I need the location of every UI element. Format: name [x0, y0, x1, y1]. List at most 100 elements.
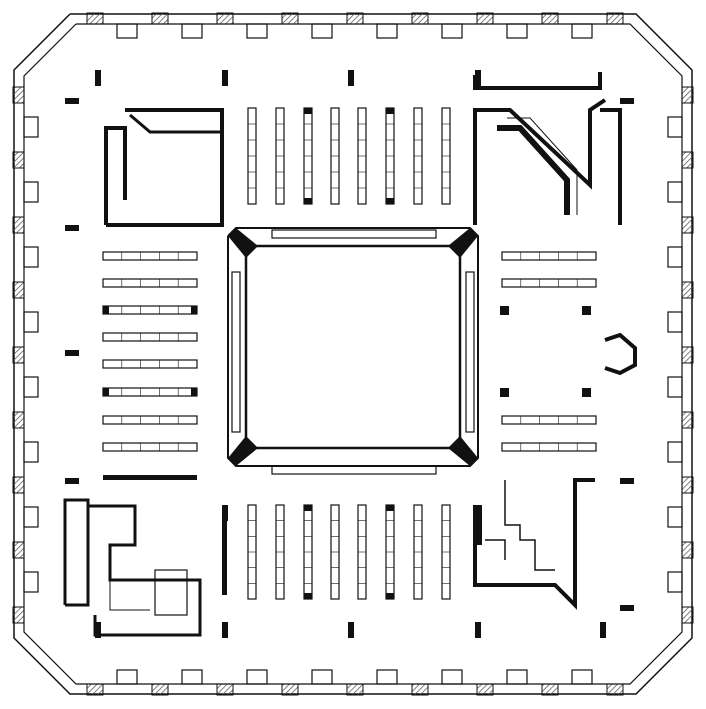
wall-pier	[681, 346, 694, 364]
pier	[475, 70, 481, 86]
wall-pier	[151, 683, 169, 696]
wall-pier	[681, 476, 694, 494]
book-stack-horizontal	[102, 415, 198, 425]
carrel	[667, 311, 683, 333]
partition	[222, 505, 227, 595]
pier	[65, 98, 79, 104]
wall-pier	[681, 281, 694, 299]
wall-pier	[681, 606, 694, 624]
wall-pier	[12, 216, 25, 234]
pier	[65, 225, 79, 231]
wall-pier	[681, 151, 694, 169]
atrium-corner-pier	[448, 228, 478, 258]
room-wall	[485, 539, 506, 560]
carrel	[667, 376, 683, 398]
wall-pier	[12, 541, 25, 559]
stack-end	[103, 306, 109, 314]
wall-pier	[12, 606, 25, 624]
atrium-gallery-left	[231, 271, 241, 433]
stack-end	[304, 198, 312, 204]
column	[500, 306, 509, 315]
carrel	[667, 181, 683, 203]
stair	[109, 545, 150, 611]
carrel	[667, 571, 683, 593]
carrel	[441, 669, 463, 685]
carrel	[116, 23, 138, 39]
stack-end	[386, 198, 394, 204]
carrel	[23, 246, 39, 268]
book-stacks	[102, 107, 597, 600]
carrel	[506, 23, 528, 39]
wall-pier	[12, 281, 25, 299]
book-stack-horizontal	[102, 305, 198, 315]
pier	[475, 622, 481, 638]
book-stack-horizontal	[102, 251, 198, 261]
atrium-corner-pier	[228, 436, 258, 466]
atrium-corner-pier	[448, 436, 478, 466]
carrel	[376, 23, 398, 39]
wall-pier	[411, 683, 429, 696]
stack-end	[386, 505, 394, 511]
pier	[600, 622, 606, 638]
stack-end	[304, 108, 312, 114]
carrel	[667, 246, 683, 268]
wall-pier	[12, 86, 25, 104]
carrel	[506, 669, 528, 685]
atrium-corner-pier	[228, 228, 258, 258]
service-core	[604, 332, 637, 376]
inner-wall-line	[23, 23, 683, 685]
atrium-gallery-right	[465, 271, 475, 433]
wall-pier	[216, 12, 234, 25]
carrel	[376, 669, 398, 685]
carrel	[181, 23, 203, 39]
stair	[497, 125, 570, 215]
wall-pier	[281, 683, 299, 696]
book-stack-horizontal	[102, 387, 198, 397]
carrel	[667, 116, 683, 138]
wall-pier	[606, 683, 624, 696]
wall-pier	[12, 151, 25, 169]
carrel	[23, 571, 39, 593]
room-wall	[129, 113, 222, 134]
pier	[348, 622, 354, 638]
carrel	[571, 669, 593, 685]
pier	[95, 70, 101, 86]
pier	[222, 622, 228, 638]
wall-pier	[681, 216, 694, 234]
room-wall	[504, 480, 555, 571]
book-stack-horizontal	[102, 359, 198, 369]
book-stack-horizontal	[501, 251, 597, 261]
book-stack-horizontal	[102, 442, 198, 452]
carrel	[246, 669, 268, 685]
wall-pier	[606, 12, 624, 25]
outer-wall-line	[13, 13, 693, 695]
elevator	[154, 569, 188, 616]
wall-pier	[86, 683, 104, 696]
room-wall	[600, 108, 622, 225]
column	[582, 306, 591, 315]
stack-end	[386, 593, 394, 599]
carrel	[311, 23, 333, 39]
carrel	[23, 376, 39, 398]
wall-pier	[216, 683, 234, 696]
partition	[477, 505, 482, 545]
atrium-inner	[244, 244, 462, 450]
wall-pier	[541, 12, 559, 25]
wall-pier	[476, 12, 494, 25]
room-wall	[106, 108, 224, 227]
wall-pier	[681, 411, 694, 429]
carrel	[667, 441, 683, 463]
wall-pier	[411, 12, 429, 25]
room-wall	[473, 478, 595, 610]
stack-end	[386, 108, 394, 114]
atrium-outer	[227, 227, 479, 467]
book-stack-horizontal	[501, 415, 597, 425]
pier	[95, 622, 101, 638]
column	[582, 388, 591, 397]
pier	[620, 98, 634, 104]
pier	[65, 478, 79, 484]
wall-pier	[681, 86, 694, 104]
atrium-gallery-top	[271, 229, 437, 239]
book-stack-horizontal	[102, 332, 198, 342]
